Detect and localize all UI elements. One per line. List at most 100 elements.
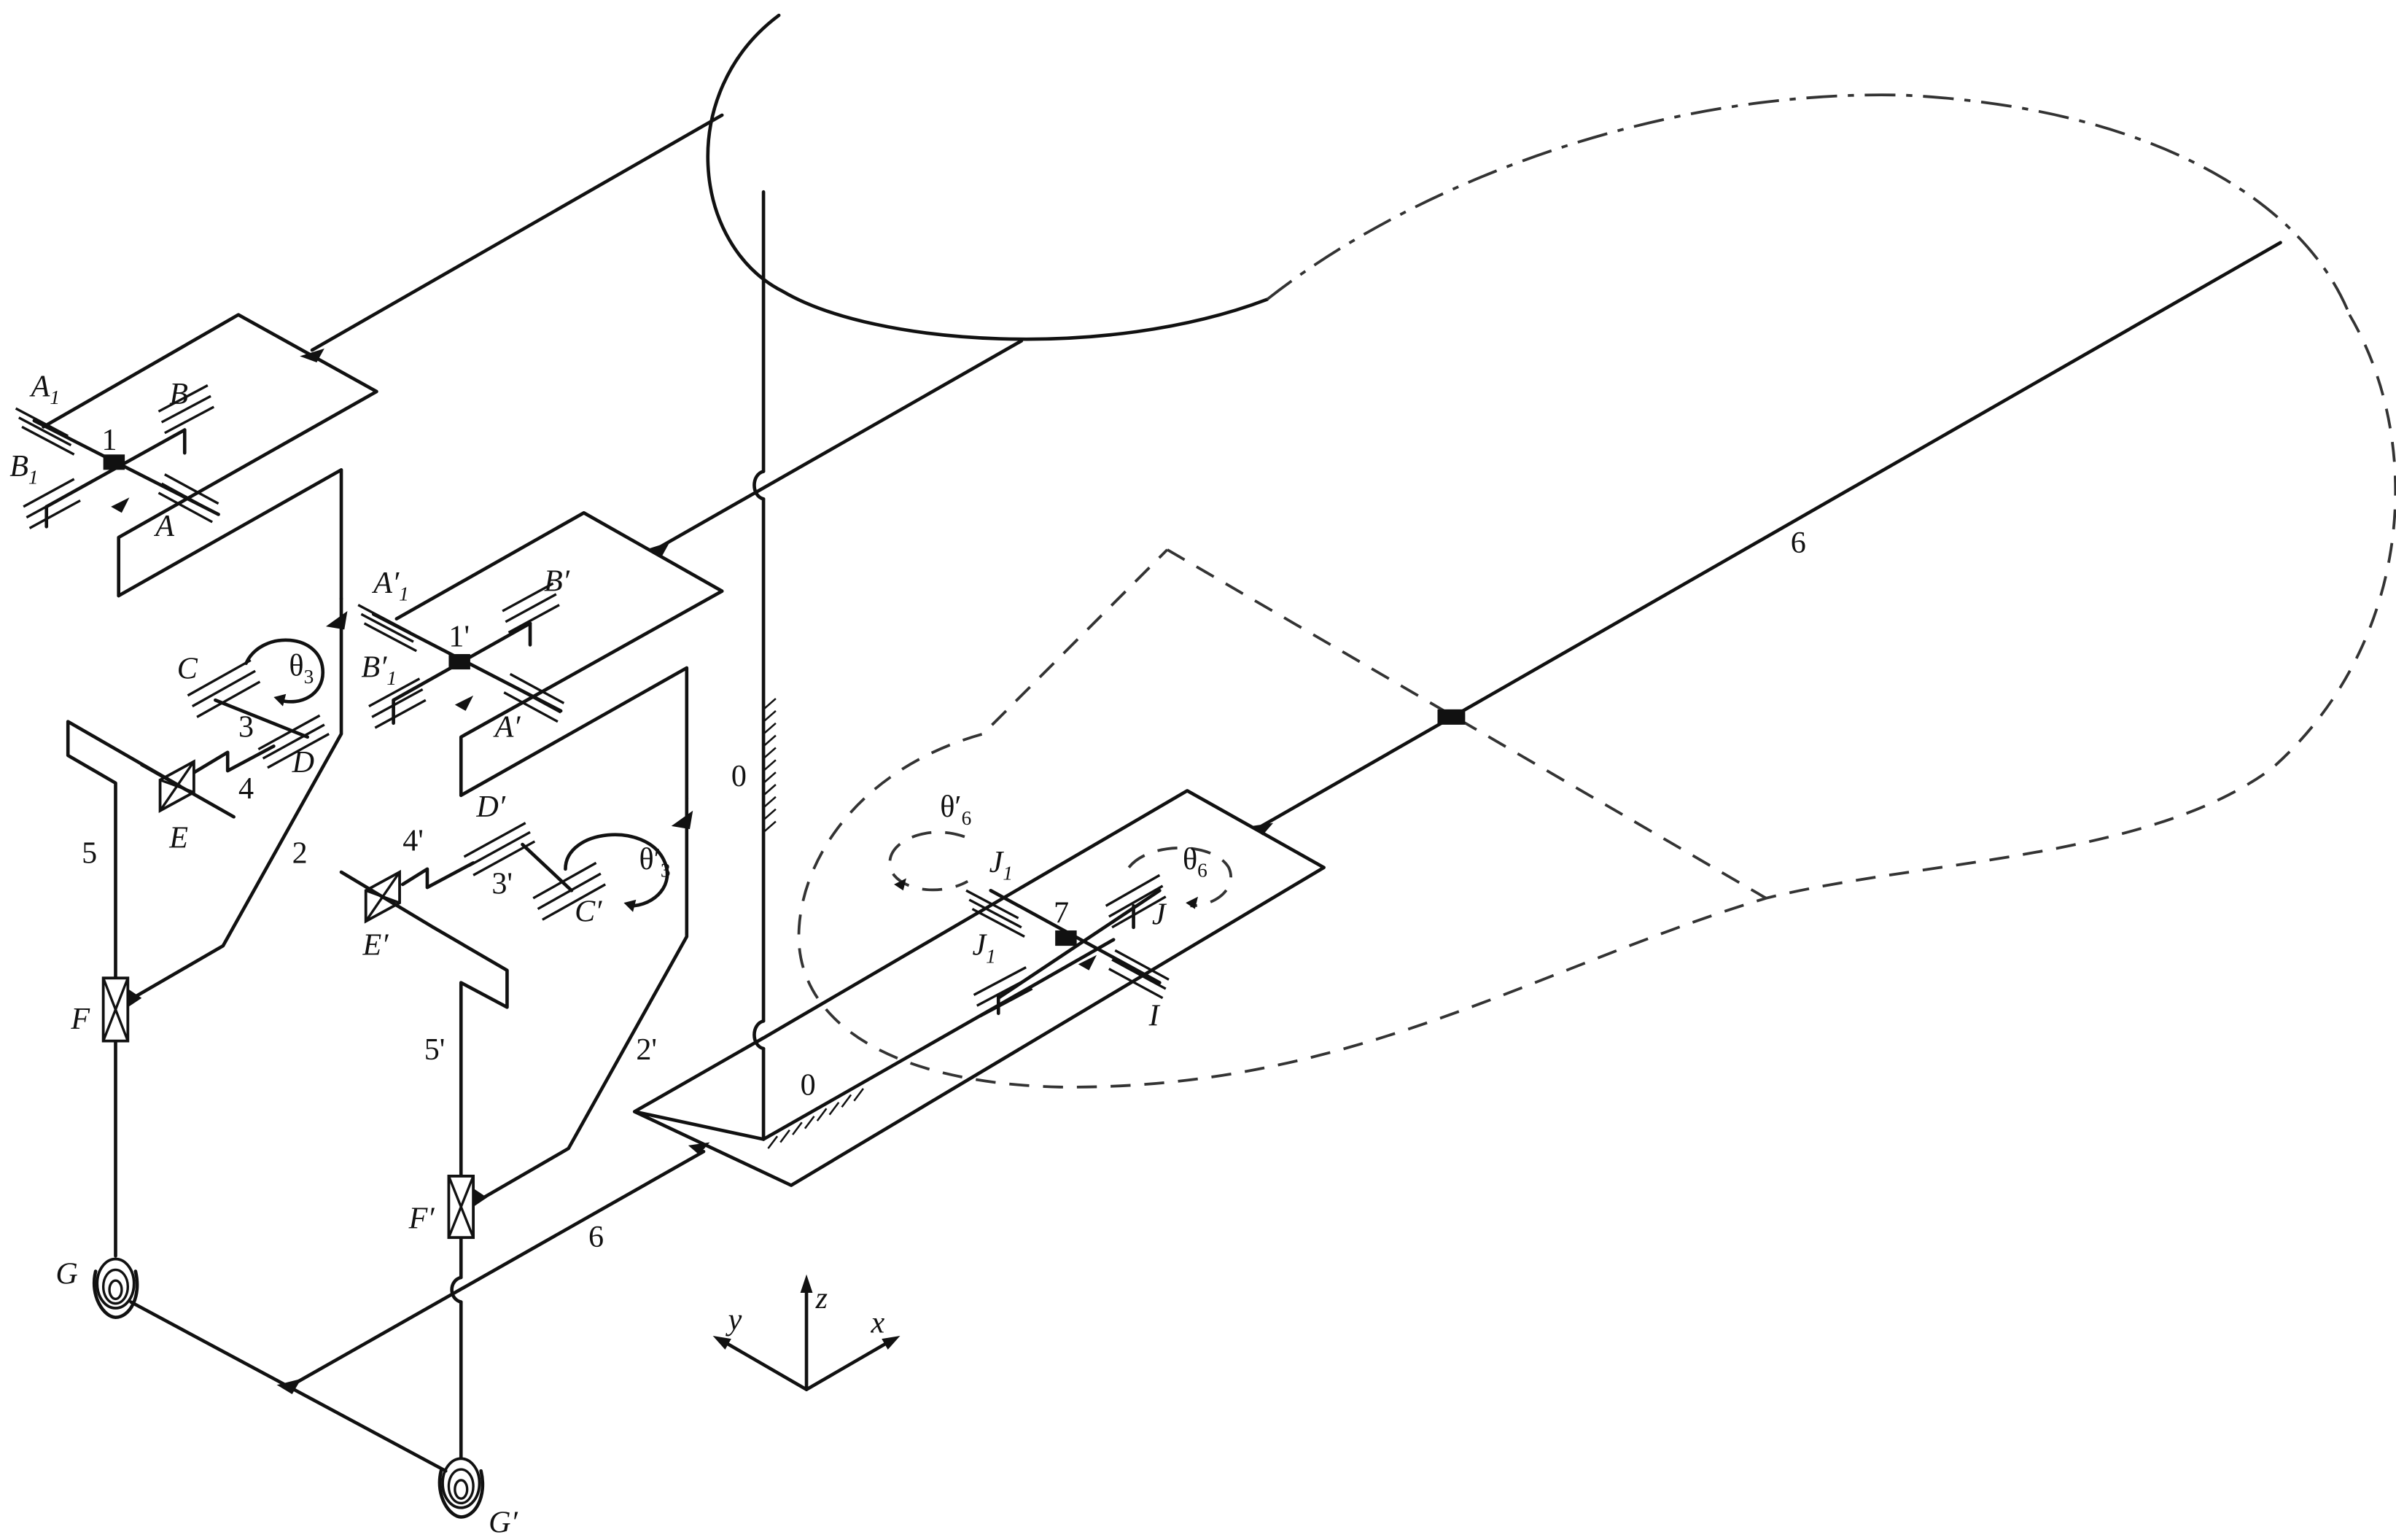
body-ellipse-arc xyxy=(706,13,1269,341)
leg-6-lower-beam xyxy=(290,1149,706,1387)
angle-theta6: θ6 xyxy=(1183,842,1207,882)
leg-6-upper-block xyxy=(1437,709,1466,725)
label-link-5p: 5' xyxy=(424,1032,446,1067)
joint-Ep: E′ xyxy=(362,928,389,962)
ring-1-block xyxy=(103,454,125,470)
platform-1p-lower xyxy=(459,666,689,801)
link-2p xyxy=(479,796,689,1201)
revolute-D xyxy=(257,714,330,769)
ring-7-block xyxy=(1055,930,1077,946)
prismatic-Fp xyxy=(447,1175,488,1240)
label-link-2p: 2' xyxy=(636,1032,657,1067)
platform-1p xyxy=(394,510,724,801)
weld-base-front xyxy=(688,1142,710,1155)
label-base-0: 0 xyxy=(801,1068,816,1102)
coordinate-axes: z x y xyxy=(712,1274,901,1391)
link-2 xyxy=(133,596,343,998)
base-plate-front-edge xyxy=(761,938,1116,1141)
link-body-to-platform-1p xyxy=(658,339,1024,548)
joint-Cp: C′ xyxy=(575,894,602,928)
body-outline-dashdot xyxy=(1266,93,2352,316)
link-3 xyxy=(214,698,310,739)
theta6p-arc xyxy=(888,831,969,892)
base-plate xyxy=(632,789,1326,1187)
link-5 xyxy=(66,720,182,980)
link-4 xyxy=(179,744,276,782)
body-outline-dash xyxy=(797,314,2396,1089)
axis-label-y: y xyxy=(726,1303,742,1337)
label-leg-6-lower: 6 xyxy=(588,1220,604,1254)
weld-platform-1p xyxy=(645,542,670,556)
link-body-to-platform-1 xyxy=(310,113,724,352)
platform-1 xyxy=(42,313,378,601)
frame-0-hatch-vertical xyxy=(763,698,777,833)
label-link-2: 2 xyxy=(292,836,308,870)
joint-D: D xyxy=(292,745,314,779)
frame-0: 0 0 xyxy=(632,190,1326,1187)
link-5p xyxy=(432,925,509,1178)
joint-E: E xyxy=(168,820,188,855)
joint-Fp: F′ xyxy=(408,1202,435,1236)
leg-6-upper-beam xyxy=(1254,241,2282,831)
revolute-C xyxy=(187,638,325,718)
label-ring-1: 1 xyxy=(102,423,117,457)
angle-theta3: θ3 xyxy=(289,649,314,688)
label-link-3: 3 xyxy=(238,710,254,744)
axis-label-z: z xyxy=(815,1281,828,1315)
ring-1p-block xyxy=(448,654,470,670)
theta6p-arrow xyxy=(894,878,906,891)
bearing-B xyxy=(157,384,215,455)
bearing-Ap xyxy=(503,672,565,723)
prismatic-F xyxy=(101,976,142,1043)
weld-link-2-top xyxy=(325,611,348,630)
joint-Bp: B′ xyxy=(544,564,570,599)
bearing-A xyxy=(157,473,219,524)
platform-1p-outline xyxy=(394,510,724,798)
theta3-arc xyxy=(244,638,325,704)
bearing-J1-bottom xyxy=(973,966,1033,1018)
joint-C: C xyxy=(177,652,198,686)
label-body-0: 0 xyxy=(731,759,747,793)
revolute-Dp xyxy=(463,822,536,876)
bearing-B1 xyxy=(23,478,81,529)
frame-0-hatch-base xyxy=(767,1088,864,1149)
platform-1-lower xyxy=(117,468,343,601)
label-ring-1p: 1' xyxy=(448,619,470,653)
joint-G: G xyxy=(55,1256,77,1291)
bearing-J1-top xyxy=(965,889,1025,938)
spherical-Gp xyxy=(437,1457,485,1519)
revolute-Cp xyxy=(532,833,669,921)
theta3p-arc xyxy=(564,833,669,908)
bearing-Bp xyxy=(502,582,560,647)
joint-Gp: G′ xyxy=(489,1505,518,1539)
joint-J1-bottom: J1 xyxy=(972,928,995,968)
link-3p xyxy=(521,842,574,892)
label-link-5: 5 xyxy=(82,836,97,870)
weld-link-2p-top xyxy=(671,810,693,830)
joint-I: I xyxy=(1148,999,1161,1033)
weld-joint-1p xyxy=(454,695,474,711)
angle-theta3p: θ′3 xyxy=(639,842,671,882)
theta6-arrow xyxy=(1186,896,1198,909)
joint-B1p: B′1 xyxy=(361,650,397,690)
link-4p xyxy=(400,861,475,890)
angle-theta6p: θ′6 xyxy=(940,790,971,829)
label-link-4: 4 xyxy=(238,771,254,806)
joint-A1p: A′1 xyxy=(371,566,409,605)
bearing-J xyxy=(1105,874,1167,930)
label-leg-6-upper: 6 xyxy=(1791,526,1806,560)
joint-B: B xyxy=(169,377,188,411)
universal-joint-1p: 1' A′1 B′ B′1 A′ xyxy=(357,564,570,744)
joint-Dp: D′ xyxy=(475,790,505,824)
universal-joint-1: 1 A1 B B1 A xyxy=(9,369,220,543)
joint-J1-top: J1 xyxy=(989,845,1013,884)
frame-0-column-hop2 xyxy=(752,1019,766,1051)
bearing-B1p xyxy=(368,677,427,729)
axis-x xyxy=(804,1337,896,1391)
bearing-A1p xyxy=(357,604,417,653)
joint-F: F xyxy=(70,1002,90,1036)
axis-label-x: x xyxy=(870,1306,884,1340)
label-ring-7: 7 xyxy=(1054,896,1069,930)
bearing-I xyxy=(1108,949,1170,1000)
